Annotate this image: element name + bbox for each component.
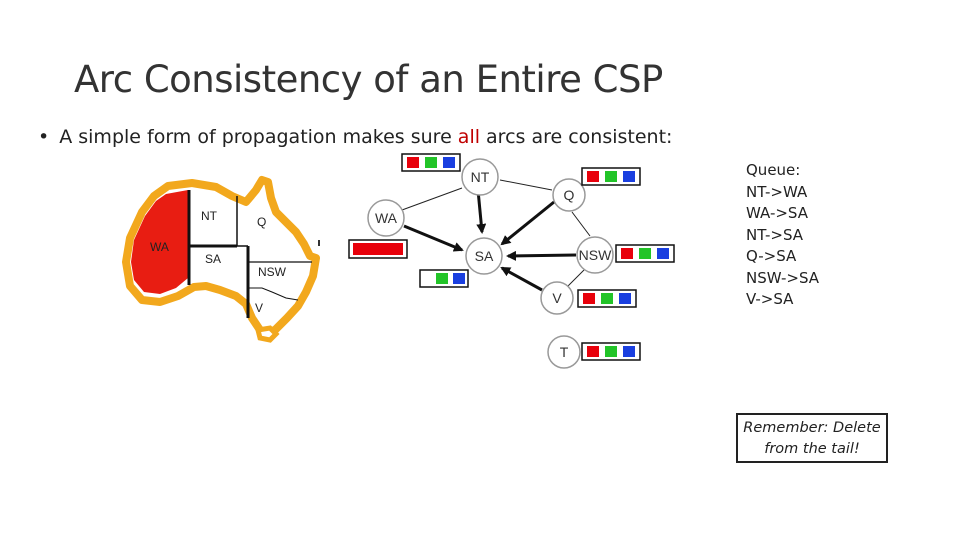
domain-t-blue [623, 346, 635, 357]
node-label-q: Q [564, 187, 575, 203]
node-label-nsw: NSW [579, 247, 612, 263]
domain-v-blue [619, 293, 631, 304]
queue-title: Queue: [746, 161, 801, 179]
queue-item: Q->SA [746, 247, 797, 265]
domain-t [581, 342, 641, 361]
bullet-text-post: arcs are consistent: [480, 126, 673, 148]
map-label-nt: NT [201, 209, 218, 223]
node-nsw [576, 236, 614, 274]
map-label-nsw: NSW [258, 265, 287, 279]
node-nt [461, 158, 499, 196]
bullet-text-pre: A simple form of propagation makes sure [59, 126, 458, 148]
domain-v-red [583, 293, 595, 304]
queue-item: NSW->SA [746, 268, 820, 287]
tasmania [254, 325, 280, 343]
domain-wa-red [353, 243, 403, 255]
queue-item: NT->SA [746, 225, 804, 244]
domain-wa [348, 239, 408, 259]
node-wa [367, 199, 405, 237]
queue-item: V->SA [746, 290, 794, 308]
node-label-sa: SA [475, 248, 494, 264]
edge-q-nsw [571, 211, 591, 237]
node-label-v: V [552, 290, 562, 306]
node-label-t: T [560, 344, 569, 360]
domain-nsw-green [639, 248, 651, 259]
domain-sa-green [436, 273, 448, 284]
remember-line-1: Remember: Delete [743, 420, 881, 436]
remember-line-2: from the tail! [764, 441, 860, 457]
domain-nsw-blue [657, 248, 669, 259]
arc-nsw-sa [506, 250, 577, 261]
queue-item: NT->WA [746, 182, 808, 201]
arc-nt-sa [476, 189, 487, 234]
domain-sa [419, 269, 469, 288]
map-tick [318, 240, 320, 246]
map-label-sa: SA [205, 252, 221, 266]
slide-title: Arc Consistency of an Entire CSP [74, 58, 663, 101]
domain-t-red [587, 346, 599, 357]
queue-panel: Queue: NT->WA WA->SA NT->SA Q->SA NSW->S… [746, 160, 819, 311]
domain-nsw [615, 244, 675, 263]
map-label-v: V [255, 301, 263, 315]
map-label-wa: WA [150, 240, 169, 254]
arc-v-sa [500, 266, 543, 292]
node-label-nt: NT [471, 169, 490, 185]
edge-nt-q [499, 179, 553, 191]
arc-q-sa [500, 200, 555, 246]
node-t [547, 335, 581, 369]
nsw-v-border [248, 287, 299, 301]
domain-q-red [587, 171, 599, 182]
domain-t-green [605, 346, 617, 357]
domain-nt-red [407, 157, 419, 168]
node-v [540, 281, 574, 315]
arc-wa-sa [403, 224, 464, 252]
node-sa [465, 237, 503, 275]
domain-v [577, 289, 637, 308]
graph-arcs [403, 189, 577, 292]
domain-nsw-red [621, 248, 633, 259]
edge-wa-nt [401, 187, 463, 211]
bullet-dot: • [38, 126, 50, 148]
domain-v-green [601, 293, 613, 304]
node-label-wa: WA [375, 210, 398, 226]
bullet-text-highlight: all [457, 126, 480, 148]
domain-nt [401, 153, 461, 172]
wa-region [131, 190, 188, 294]
node-q [552, 178, 586, 212]
domain-q [581, 167, 641, 186]
domain-nt-blue [443, 157, 455, 168]
map-label-q: Q [257, 215, 266, 229]
domain-q-green [605, 171, 617, 182]
bullet-point: • A simple form of propagation makes sure… [38, 126, 672, 148]
domain-nt-green [425, 157, 437, 168]
domain-sa-blue [453, 273, 465, 284]
queue-item: WA->SA [746, 204, 808, 222]
domain-q-blue [623, 171, 635, 182]
remember-note: Remember: Delete from the tail! [736, 413, 888, 463]
